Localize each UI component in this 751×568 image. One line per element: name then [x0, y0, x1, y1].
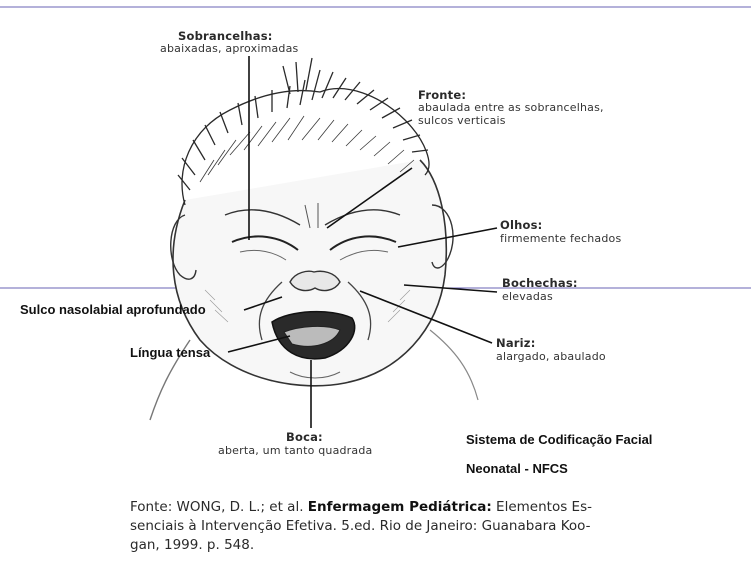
label-boca-title: Boca:	[286, 430, 323, 444]
shoulder-outline-right	[430, 330, 478, 400]
label-olhos-desc: firmemente fechados	[500, 232, 621, 245]
label-nariz-title: Nariz:	[496, 336, 536, 350]
source-line-3: gan, 1999. p. 548.	[130, 536, 730, 555]
label-bochechas-desc: elevadas	[502, 290, 553, 303]
label-nariz-desc: alargado, abaulado	[496, 350, 606, 363]
source-book-title: Enfermagem Pediátrica:	[308, 499, 492, 515]
label-lingua: Língua tensa	[130, 345, 210, 360]
label-fronte-desc-line1: abaulada entre as sobrancelhas,	[418, 101, 604, 114]
label-fronte-title: Fronte:	[418, 88, 466, 102]
label-sobrancelhas-desc: abaixadas, aproximadas	[160, 42, 299, 55]
source-line-2: senciais à Intervenção Efetiva. 5.ed. Ri…	[130, 517, 730, 536]
label-sulco-nasolabial: Sulco nasolabial aprofundado	[20, 302, 206, 317]
system-title-line2: Neonatal - NFCS	[466, 461, 568, 476]
source-citation: Fonte: WONG, D. L.; et al. Enfermagem Pe…	[130, 498, 730, 555]
source-prefix: Fonte: WONG, D. L.; et al.	[130, 499, 308, 515]
source-rest-1: Elementos Es-	[492, 499, 592, 515]
label-fronte-desc-line2: sulcos verticais	[418, 114, 506, 127]
label-olhos-title: Olhos:	[500, 218, 542, 232]
nose	[290, 271, 340, 290]
source-line-1: Fonte: WONG, D. L.; et al. Enfermagem Pe…	[130, 498, 730, 517]
label-bochechas-title: Bochechas:	[502, 276, 578, 290]
label-boca-desc: aberta, um tanto quadrada	[218, 444, 372, 457]
label-sobrancelhas-title: Sobrancelhas:	[178, 29, 273, 43]
system-title-line1: Sistema de Codificação Facial	[466, 432, 652, 447]
